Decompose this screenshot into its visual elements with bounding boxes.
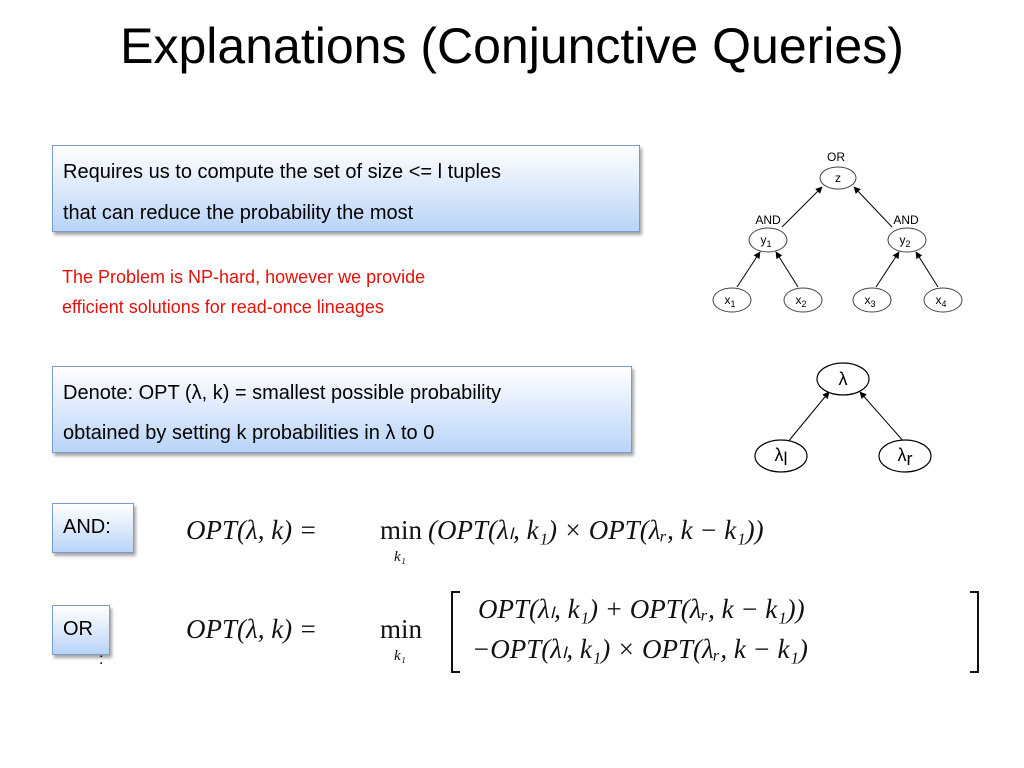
- lambda-right-node: [878, 439, 932, 473]
- lambda-tree-diagram: λ λl λr: [754, 362, 932, 473]
- or-formula-right-bracket: [970, 591, 979, 673]
- edge-x4-y2: [915, 251, 939, 288]
- and-label-box: AND:: [52, 503, 134, 553]
- or-colon: :: [99, 651, 104, 668]
- x3-label: x3: [864, 293, 875, 309]
- requirement-line-1: Requires us to compute the set of size <…: [63, 161, 502, 183]
- or-formula-row-1: OPT(λₗ, k₁) + OPT(λᵣ, k − k₁)): [478, 594, 805, 624]
- or-formula-min-sub: k₁: [394, 648, 406, 664]
- edge-y1-z: [781, 186, 823, 228]
- and-formula-min: min: [380, 515, 423, 545]
- and-formula-rhs: (OPT(λₗ, k₁) × OPT(λᵣ, k − k₁)): [428, 515, 764, 545]
- np-hard-note: The Problem is NP-hard, however we provi…: [62, 262, 425, 322]
- and-formula-lhs: OPT(λ, k) =: [186, 515, 317, 545]
- or-formula-min: min: [380, 614, 423, 644]
- edge-x1-y1: [736, 251, 761, 288]
- definition-line-2: obtained by setting k probabilities in λ…: [63, 422, 435, 444]
- edge-x2-y1: [775, 251, 799, 288]
- or-formula: OPT(λ, k) = min k₁ OPT(λₗ, k₁) + OPT(λᵣ,…: [186, 591, 979, 673]
- edge-x3-y2: [875, 251, 900, 288]
- or-label: OR: [63, 618, 93, 640]
- edge-left-root: [786, 391, 830, 444]
- node-x2: [783, 287, 823, 313]
- or-formula-left-bracket: [451, 591, 460, 673]
- lambda-right-label: λr: [898, 445, 913, 469]
- and-formula-min-sub: k₁: [394, 549, 406, 565]
- lineage-tree-diagram: OR z AND AND y1 y2 x1 x2 x3 x4: [712, 150, 963, 313]
- requirement-line-2: that can reduce the probability the most: [63, 202, 414, 224]
- lambda-root-node: [816, 362, 870, 396]
- root-op-label: OR: [827, 150, 845, 164]
- lambda-left-node: [754, 439, 808, 473]
- node-y1: [748, 227, 788, 253]
- np-hard-line-1: The Problem is NP-hard, however we provi…: [62, 267, 426, 287]
- definition-box: Denote: OPT (λ, k) = smallest possible p…: [52, 366, 632, 453]
- edge-right-root: [859, 391, 906, 444]
- or-formula-lhs: OPT(λ, k) =: [186, 614, 317, 644]
- and-label: AND:: [63, 516, 111, 538]
- node-x3: [852, 287, 892, 313]
- right-op-label: AND: [893, 213, 919, 227]
- or-label-box: OR: [52, 605, 110, 655]
- node-z: [819, 166, 857, 190]
- root-node-label: z: [835, 171, 841, 185]
- slide-title: Explanations (Conjunctive Queries): [120, 18, 904, 74]
- y2-label: y2: [899, 233, 910, 249]
- lambda-left-label: λl: [775, 445, 788, 469]
- x2-label: x2: [795, 293, 806, 309]
- x4-label: x4: [935, 293, 946, 309]
- or-formula-row-2: −OPT(λₗ, k₁) × OPT(λᵣ, k − k₁): [472, 634, 808, 664]
- definition-line-1: Denote: OPT (λ, k) = smallest possible p…: [63, 382, 502, 404]
- and-formula: OPT(λ, k) = min k₁ (OPT(λₗ, k₁) × OPT(λᵣ…: [186, 515, 764, 565]
- node-x1: [712, 287, 752, 313]
- node-x4: [923, 287, 963, 313]
- y1-label: y1: [760, 233, 771, 249]
- lambda-root-label: λ: [839, 369, 848, 389]
- x1-label: x1: [724, 293, 735, 309]
- left-op-label: AND: [755, 213, 781, 227]
- edge-y2-z: [853, 186, 893, 228]
- requirement-box: Requires us to compute the set of size <…: [52, 145, 640, 232]
- node-y2: [887, 227, 927, 253]
- np-hard-line-2: efficient solutions for read-once lineag…: [62, 297, 384, 317]
